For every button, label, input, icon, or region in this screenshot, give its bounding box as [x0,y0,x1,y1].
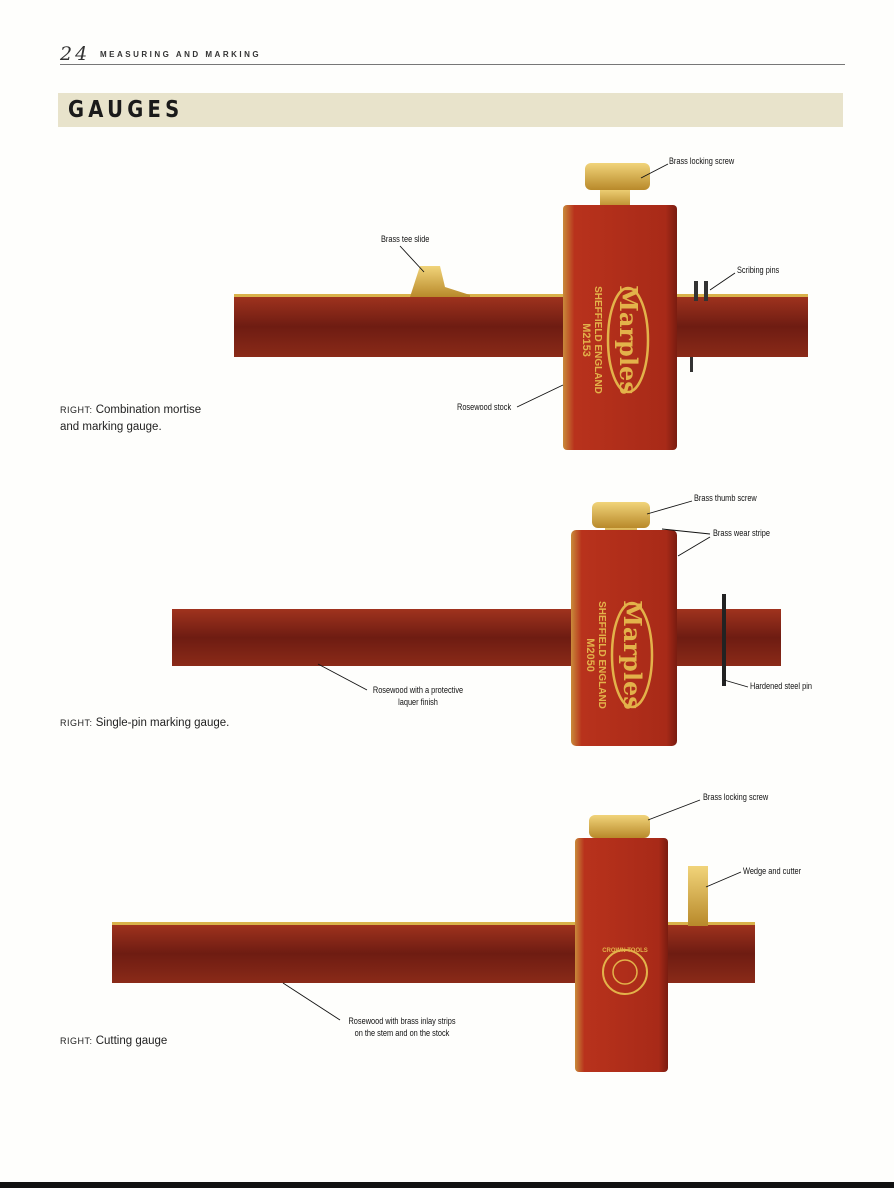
running-title: MEASURING AND MARKING [100,50,262,59]
svg-text:SHEFFIELD ENGLAND: SHEFFIELD ENGLAND [592,286,603,394]
brand-logo: CROWN TOOLS [602,948,648,954]
cutting-gauge: CROWN TOOLS [112,815,755,1072]
label-rosewood-stock: Rosewood stock [457,402,512,412]
stock [575,838,668,1072]
stem [172,609,781,666]
combination-gauge: Marples SHEFFIELD ENGLAND M2153 [234,163,808,450]
stem [234,296,808,357]
brand-logo: Marples [614,285,643,394]
thumb-screw [592,502,650,528]
stock [571,530,677,746]
tee-slide [410,266,470,297]
label-brass-locking-screw-3: Brass locking screw [703,792,769,802]
label-hardened-steel-pin: Hardened steel pin [750,681,812,691]
locking-screw [585,163,650,190]
label-scribing-pins: Scribing pins [737,265,780,275]
steel-pin [722,594,726,686]
section-title: GAUGES [68,97,184,123]
label-brass-wear-stripe: Brass wear stripe [713,528,771,538]
scan-edge [0,1182,894,1188]
svg-text:M2153: M2153 [580,323,592,357]
page-number: 24 [60,43,91,65]
section-title-band [58,93,843,127]
locking-screw [589,815,650,838]
brand-logo: Marples [618,600,647,709]
stock [563,205,677,450]
single-pin-gauge: Marples SHEFFIELD ENGLAND M2050 [172,502,781,746]
leader-lines [282,163,749,1021]
label-wedge-and-cutter: Wedge and cutter [743,866,802,876]
caption-cutting-gauge: RIGHT: Cutting gauge [60,1035,168,1047]
svg-text:SHEFFIELD ENGLAND: SHEFFIELD ENGLAND [596,601,607,709]
label-brass-locking-screw: Brass locking screw [669,156,735,166]
svg-text:M2050: M2050 [584,638,596,672]
label-brass-thumb-screw: Brass thumb screw [694,493,757,503]
scribing-pins [690,357,693,372]
brass-strip [234,294,808,297]
label-brass-tee-slide: Brass tee slide [381,234,430,244]
wedge-and-cutter [688,866,708,926]
caption-single-pin-gauge: RIGHT: Single-pin marking gauge. [60,717,230,729]
header-rule [60,64,845,65]
